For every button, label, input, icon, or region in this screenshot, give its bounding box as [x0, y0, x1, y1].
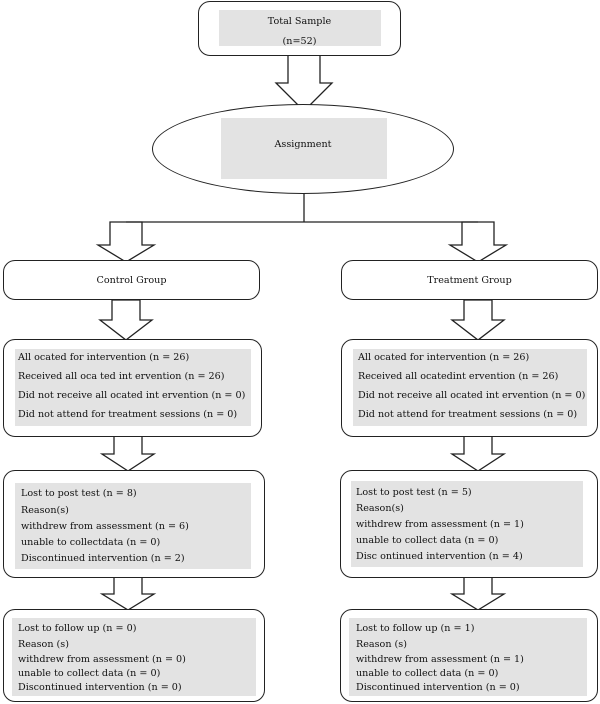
treatment-allocation-line: Did not attend for treatment sessions (n…: [358, 409, 578, 420]
control-group-box: Control Group: [3, 260, 260, 300]
total-sample-count: (n=52): [282, 36, 317, 47]
control-allocation-line: All ocated for intervention (n = 26): [18, 352, 190, 363]
assignment-ellipse: Assignment: [152, 104, 454, 194]
treatment-group-box: Treatment Group: [341, 260, 598, 300]
treatment-post-test-line: Reason(s): [356, 503, 404, 514]
arrow-treatment-to-allocation: [450, 299, 506, 341]
treatment-allocation-box: All ocated for intervention (n = 26) Rec…: [341, 339, 598, 437]
treatment-post-test-line: withdrew from assessment (n = 1): [356, 519, 524, 530]
assignment-label: Assignment: [274, 139, 332, 150]
arrow-control-to-follow-up: [99, 576, 157, 611]
treatment-follow-up-line: withdrew from assessment (n = 1): [356, 654, 524, 665]
treatment-allocation-shade: [353, 349, 587, 426]
control-post-test-shade: [15, 483, 251, 569]
treatment-post-test-shade: [351, 481, 583, 567]
control-follow-up-box: Lost to follow up (n = 0) Reason (s) wit…: [3, 609, 265, 702]
control-allocation-line: Did not attend for treatment sessions (n…: [18, 409, 238, 420]
arrow-to-control-group: [95, 221, 157, 263]
arrow-total-to-assignment: [274, 54, 334, 112]
treatment-follow-up-line: unable to collect data (n = 0): [356, 668, 499, 679]
assignment-shade: [221, 118, 387, 179]
total-sample-shade: [219, 10, 381, 46]
treatment-allocation-line: Did not receive all ocated int ervention…: [358, 390, 586, 401]
treatment-post-test-box: Lost to post test (n = 5) Reason(s) with…: [340, 470, 598, 578]
control-follow-up-line: Lost to follow up (n = 0): [18, 623, 137, 634]
treatment-follow-up-line: Discontinued intervention (n = 0): [356, 682, 520, 693]
control-post-test-line: Reason(s): [21, 505, 69, 516]
arrow-control-to-post-test: [99, 435, 157, 472]
control-post-test-line: withdrew from assessment (n = 6): [21, 521, 189, 532]
arrow-control-to-allocation: [98, 299, 154, 341]
control-post-test-line: Discontinued intervention (n = 2): [21, 553, 185, 564]
control-allocation-line: Did not receive all ocated int ervention…: [18, 390, 246, 401]
arrow-treatment-to-follow-up: [449, 576, 507, 611]
control-post-test-box: Lost to post test (n = 8) Reason(s) with…: [3, 470, 265, 578]
control-post-test-line: unable to collectdata (n = 0): [21, 537, 161, 548]
control-follow-up-line: Discontinued intervention (n = 0): [18, 682, 182, 693]
treatment-allocation-line: Received all ocatedint ervention (n = 26…: [358, 371, 559, 382]
control-allocation-line: Received all oca ted int ervention (n = …: [18, 371, 225, 382]
control-follow-up-shade: [12, 618, 256, 696]
control-allocation-box: All ocated for intervention (n = 26) Rec…: [3, 339, 262, 437]
arrow-treatment-to-post-test: [449, 435, 507, 472]
treatment-follow-up-line: Lost to follow up (n = 1): [356, 623, 475, 634]
treatment-group-label: Treatment Group: [427, 275, 512, 286]
control-allocation-shade: [15, 349, 251, 426]
treatment-post-test-line: Lost to post test (n = 5): [356, 487, 472, 498]
arrow-to-treatment-group: [447, 221, 509, 263]
treatment-post-test-line: Disc ontinued intervention (n = 4): [356, 551, 523, 562]
treatment-follow-up-box: Lost to follow up (n = 1) Reason (s) wit…: [340, 609, 598, 702]
treatment-follow-up-line: Reason (s): [356, 639, 407, 650]
control-follow-up-line: withdrew from assessment (n = 0): [18, 654, 186, 665]
treatment-allocation-line: All ocated for intervention (n = 26): [358, 352, 530, 363]
treatment-follow-up-shade: [349, 618, 587, 696]
total-sample-title: Total Sample: [267, 16, 332, 27]
control-follow-up-line: Reason (s): [18, 639, 69, 650]
control-follow-up-line: unable to collect data (n = 0): [18, 668, 161, 679]
total-sample-box: Total Sample (n=52): [198, 1, 401, 56]
control-post-test-line: Lost to post test (n = 8): [21, 488, 137, 499]
control-group-label: Control Group: [96, 275, 167, 286]
treatment-post-test-line: unable to collect data (n = 0): [356, 535, 499, 546]
